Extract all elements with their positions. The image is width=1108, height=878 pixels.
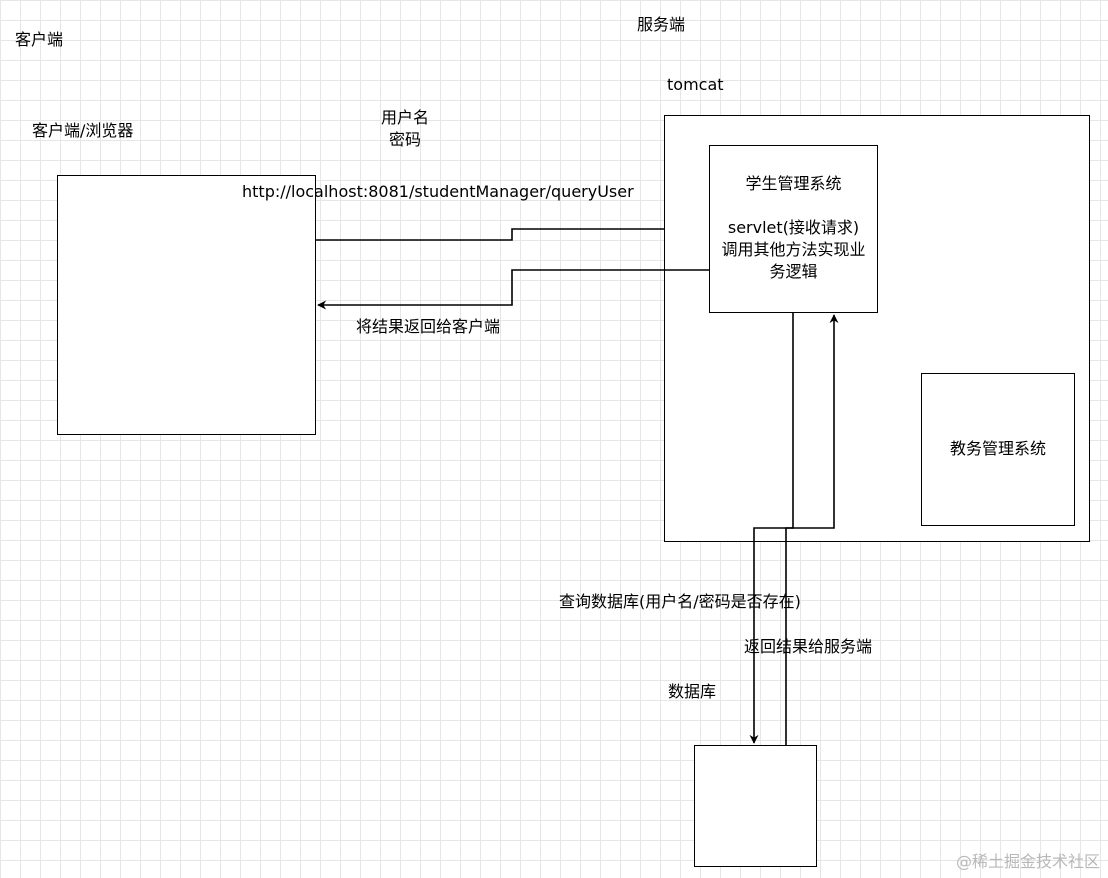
password-text: 密码 bbox=[388, 130, 421, 149]
database-box bbox=[694, 745, 817, 867]
watermark-text: @稀土掘金技术社区 bbox=[955, 852, 1100, 871]
db-return-label: 返回结果给服务端 bbox=[744, 637, 873, 656]
student-system-title: 学生管理系统 bbox=[745, 174, 842, 193]
academic-system-box bbox=[921, 373, 1075, 526]
db-query-label: 查询数据库(用户名/密码是否存在) bbox=[559, 592, 801, 611]
academic-system-title: 教务管理系统 bbox=[949, 439, 1046, 458]
server-region-label: 服务端 bbox=[637, 15, 686, 34]
tomcat-label: tomcat bbox=[667, 75, 724, 94]
logic-line-2: 务逻辑 bbox=[769, 262, 818, 281]
response-arrow bbox=[317, 269, 709, 310]
spacer bbox=[709, 195, 878, 217]
student-system-text: 学生管理系统 servlet(接收请求) 调用其他方法实现业 务逻辑 bbox=[709, 173, 878, 283]
servlet-line: servlet(接收请求) bbox=[727, 218, 860, 237]
credentials-label: 用户名 密码 bbox=[360, 107, 450, 151]
client-browser-box bbox=[57, 175, 316, 435]
student-system-box bbox=[709, 145, 878, 313]
request-url-label: http://localhost:8081/studentManager/que… bbox=[242, 182, 634, 201]
client-browser-label: 客户端/浏览器 bbox=[32, 121, 134, 140]
username-text: 用户名 bbox=[380, 108, 429, 127]
logic-line-1: 调用其他方法实现业 bbox=[721, 240, 866, 259]
client-region-label: 客户端 bbox=[15, 30, 64, 49]
request-connector bbox=[316, 228, 664, 241]
database-label: 数据库 bbox=[668, 682, 717, 701]
response-label: 将结果返回给客户端 bbox=[356, 317, 501, 336]
